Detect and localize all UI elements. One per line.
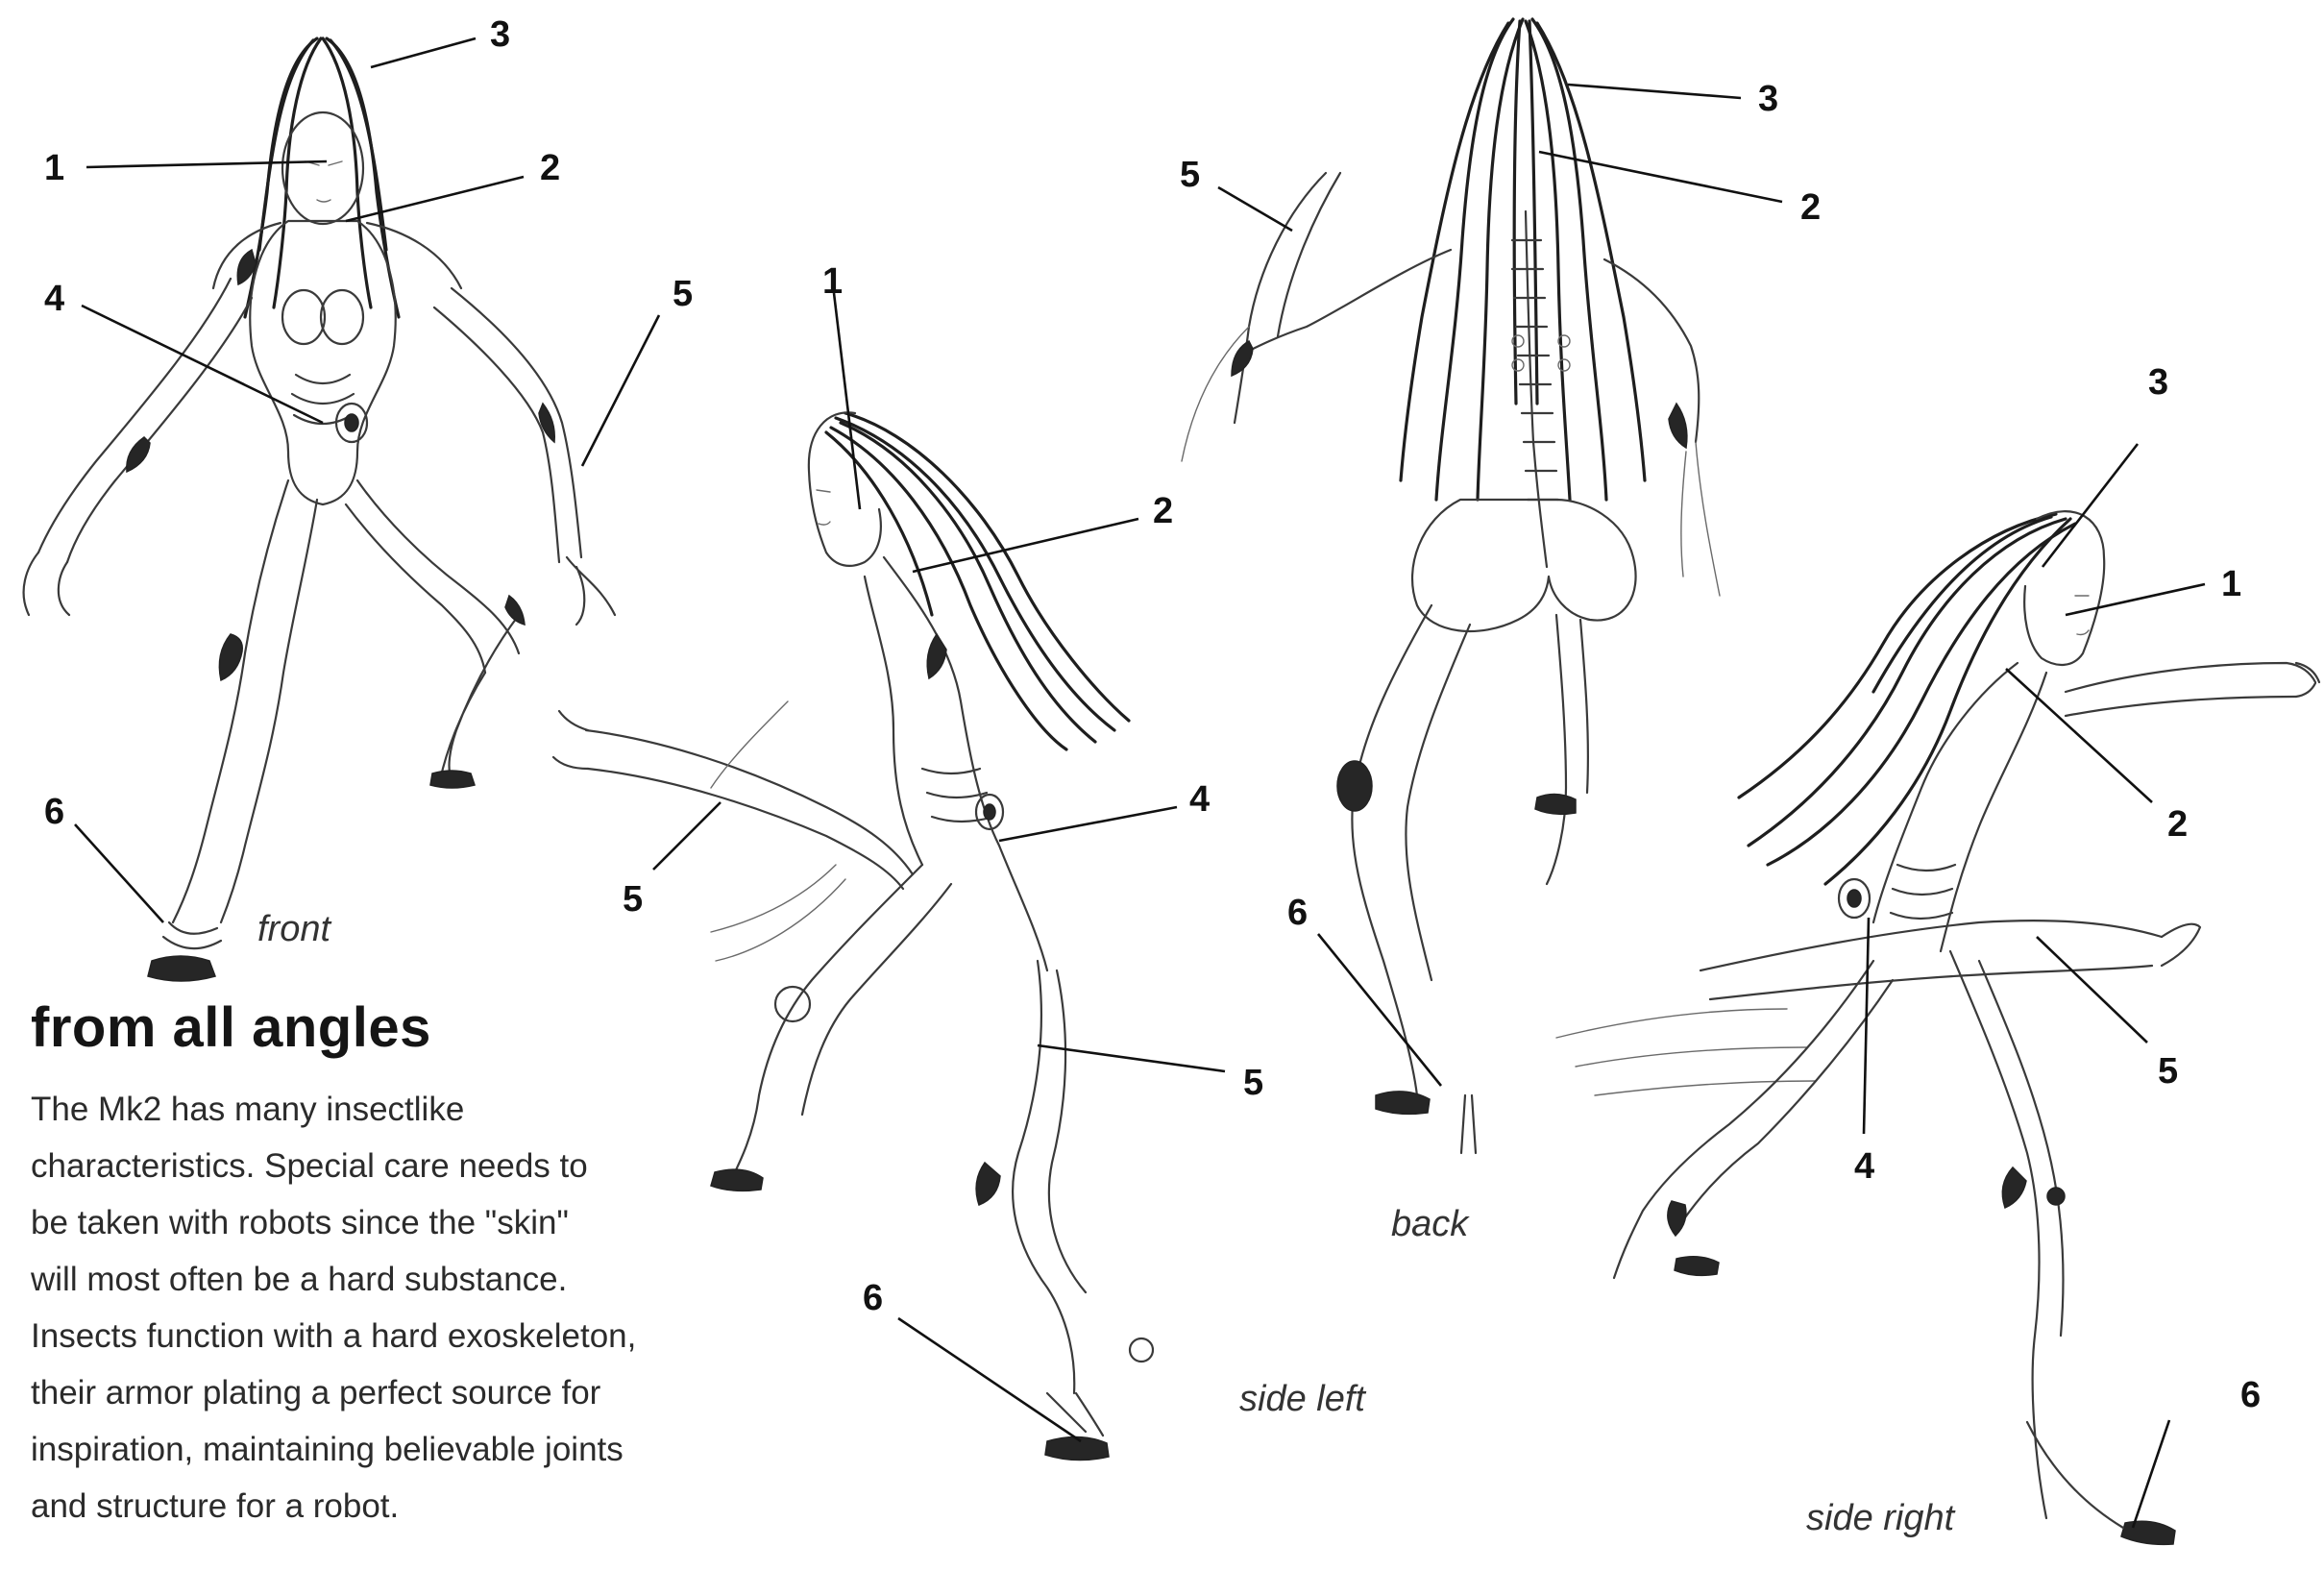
description-line: inspiration, maintaining believable join… [31,1421,732,1478]
description-line: Insects function with a hard exoskeleton… [31,1308,732,1364]
description-line: and structure for a robot. [31,1478,732,1534]
front-left-arm [38,279,252,562]
front-hair [245,38,399,317]
back-right-leg [1547,615,1588,884]
view-label-front: front [257,909,331,949]
callout-side-right-3: 3 [2148,362,2168,403]
description-paragraph: The Mk2 has many insectlike characterist… [31,1081,732,1534]
description-line: be taken with robots since the "skin" [31,1194,732,1251]
side-right-head [2024,511,2104,665]
view-label-back: back [1391,1204,1470,1244]
description-line: characteristics. Special care needs to [31,1138,732,1194]
callout-side-left-2: 2 [1153,491,1173,531]
section-heading: from all angles [31,995,431,1060]
front-right-leg [346,480,519,673]
front-torso [250,221,395,504]
callout-side-left-1: 1 [822,261,843,302]
side-left-front-leg [730,865,951,1182]
callout-front-3: 3 [490,14,510,55]
front-head [282,112,363,224]
side-right-reach-arm [2066,663,2315,716]
callout-side-right-5: 5 [2158,1051,2178,1092]
callout-side-right-2: 2 [2167,804,2188,845]
callout-back-5: 5 [1180,155,1200,195]
figure-back [1182,19,1720,1153]
side-right-hair [1739,514,2075,884]
callout-side-left-5b: 5 [1243,1063,1263,1103]
back-left-blade [1235,173,1340,423]
figure-side-right [1556,511,2319,1544]
side-left-back-leg [1013,961,1086,1393]
callout-side-right-4: 4 [1854,1146,1874,1187]
back-left-leg [1352,605,1470,1095]
callout-side-left-6: 6 [863,1278,883,1318]
callout-front-1: 1 [44,148,64,188]
back-hair [1401,19,1645,500]
description-line: their armor plating a perfect source for [31,1364,732,1421]
description-line: The Mk2 has many insectlike [31,1081,732,1138]
back-hips [1412,500,1636,631]
callout-side-right-1: 1 [2221,564,2241,604]
callout-back-2: 2 [1800,187,1821,228]
side-right-front-leg [1950,951,2064,1518]
front-right-arm [434,288,581,562]
side-left-blade-arm [586,730,913,889]
callouts-side-right: 3 1 2 5 4 6 [1854,362,2261,1528]
front-left-leg [173,480,317,922]
callouts-front: 3 1 2 4 5 6 [44,14,693,922]
callout-back-6: 6 [1287,893,1308,933]
callout-front-6: 6 [44,792,64,832]
side-left-torso [865,557,1047,970]
callout-front-5: 5 [673,274,693,314]
callout-side-right-6: 6 [2240,1375,2261,1415]
figure-front [24,38,615,981]
callout-back-3: 3 [1758,79,1778,119]
side-right-back-leg [1614,961,1893,1278]
description-line: will most often be a hard substance. [31,1251,732,1308]
side-right-blade-arm [1700,921,2162,999]
callouts-back: 3 5 2 6 [1180,79,1821,1086]
view-label-side-right: side right [1806,1498,1956,1538]
view-label-side-left: side left [1239,1379,1366,1419]
callout-side-left-5a: 5 [623,879,643,920]
callout-side-left-4: 4 [1189,779,1210,820]
side-left-hair [826,413,1129,749]
callout-front-2: 2 [540,148,560,188]
callout-front-4: 4 [44,279,64,319]
